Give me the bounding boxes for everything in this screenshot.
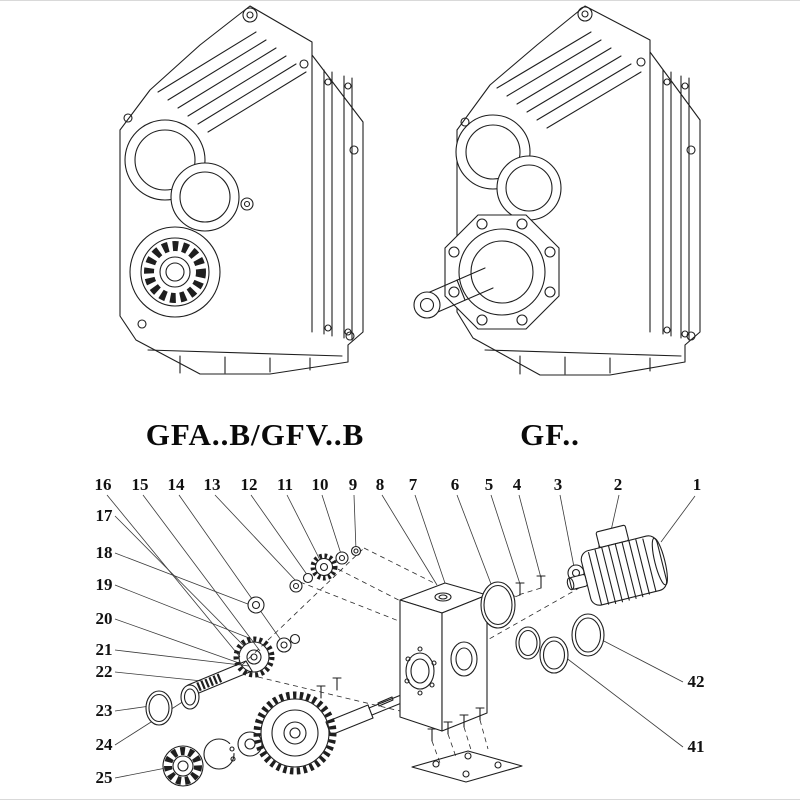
callout-9: 9 [349,475,358,494]
callout-16: 16 [95,475,112,494]
callout-1: 1 [693,475,702,494]
callout-21: 21 [96,640,113,659]
bearing-bores [455,114,562,221]
callout-3: 3 [554,475,563,494]
leader-lines [106,494,696,779]
callout-numbers: 16 15 14 13 12 11 10 9 8 7 6 5 4 3 2 1 1… [95,475,705,787]
callout-6: 6 [451,475,460,494]
cover-bolts-and-plate [411,707,523,783]
seal-rings-left [145,684,200,726]
intermediate-gear-cluster [233,596,301,678]
callout-14: 14 [168,475,186,494]
motor [566,524,668,606]
corner-screws [123,7,359,341]
housing-outline [456,5,701,376]
callout-2: 2 [614,475,623,494]
callout-15: 15 [132,475,149,494]
housing-outline [119,5,364,375]
callout-4: 4 [513,475,522,494]
output-flange [444,214,560,330]
page-border-top [0,0,800,1]
side-rib-strips [662,69,690,341]
callout-11: 11 [277,475,293,494]
input-shaft-small-parts [289,545,362,593]
callout-42: 42 [688,672,705,691]
gearbox-drawing-gfa-gfv [119,5,364,375]
callout-8: 8 [376,475,385,494]
callout-5: 5 [485,475,494,494]
cooling-fins [496,31,642,129]
model-label-gf: GF.. [520,417,580,452]
output-shaft-assembly [162,677,405,787]
callout-13: 13 [204,475,221,494]
gearbox-drawing-gf [413,5,701,376]
callout-20: 20 [96,609,113,628]
mounting-feet [484,349,682,375]
model-label-gfa-gfv: GFA..B/GFV..B [145,417,365,452]
callout-19: 19 [96,575,113,594]
callout-10: 10 [312,475,329,494]
callout-25: 25 [96,768,113,787]
callout-12: 12 [241,475,258,494]
exploded-parts-diagram: 16 15 14 13 12 11 10 9 8 7 6 5 4 3 2 1 1… [95,475,705,787]
roller-bearing [129,226,221,318]
callout-24: 24 [96,735,114,754]
callout-18: 18 [96,543,113,562]
output-shaft [413,267,494,319]
callout-23: 23 [96,701,113,720]
mounting-feet [147,349,343,374]
callout-22: 22 [96,662,113,681]
callout-41: 41 [688,737,705,756]
bearing-bores [124,119,254,232]
callout-17: 17 [96,506,114,525]
callout-7: 7 [409,475,418,494]
corner-screws [460,6,696,341]
side-rib-strips [323,69,353,341]
cooling-fins [157,31,307,133]
gear-housing [399,582,488,732]
